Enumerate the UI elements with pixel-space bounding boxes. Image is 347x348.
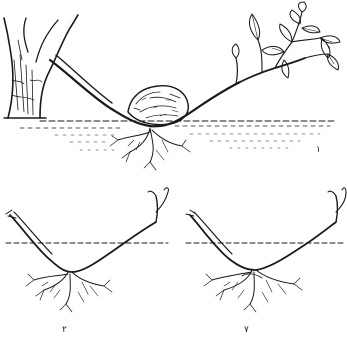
figure-3-simple-layering: ۷ [186, 188, 346, 335]
tree-trunk [4, 15, 78, 118]
branch-2 [6, 188, 169, 272]
bent-branch [50, 12, 328, 126]
figure-1-label: ۱ [316, 145, 321, 155]
figure-1-mound-layering: ۱ [4, 2, 340, 170]
branch-3 [186, 188, 346, 270]
mound-roots [110, 128, 190, 170]
figure-2-label: ۲ [62, 325, 67, 335]
roots-3 [204, 270, 302, 312]
ground-surface [20, 121, 335, 150]
branch-leaves [232, 2, 340, 78]
roots-2 [26, 272, 112, 312]
figure-3-label: ۷ [244, 325, 249, 335]
figure-2-simple-layering: ۲ [6, 188, 169, 335]
